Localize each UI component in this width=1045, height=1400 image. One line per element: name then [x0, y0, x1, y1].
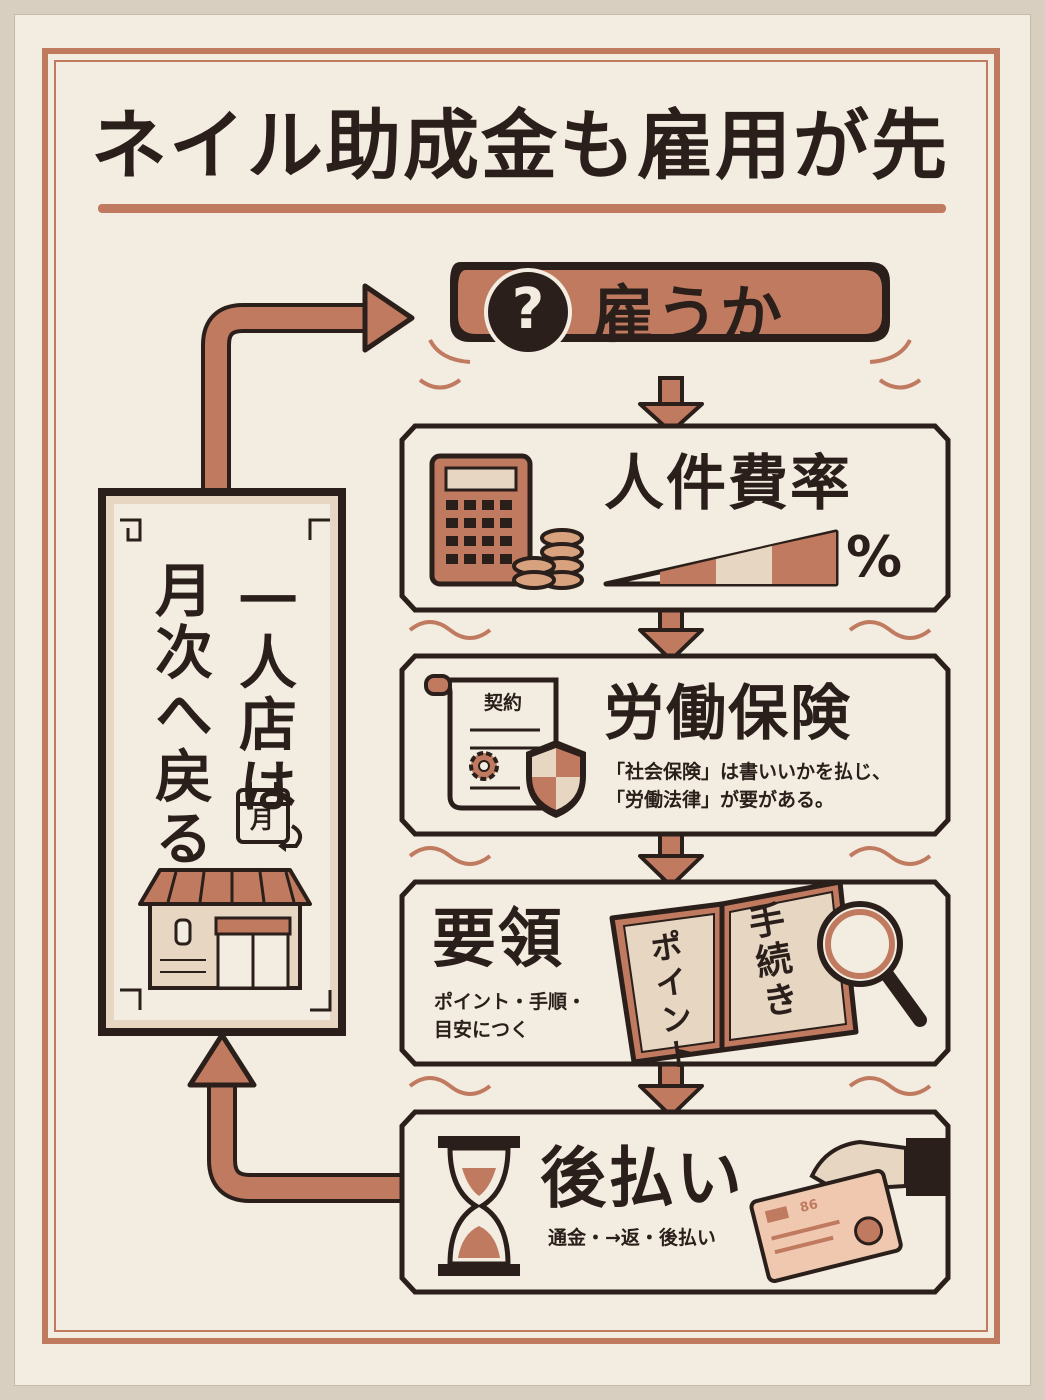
- shield-icon: [526, 740, 586, 818]
- calendar-return-icon: [236, 782, 303, 852]
- loop-arrow-return: [187, 1032, 405, 1203]
- side-text-col1: 一人店は: [229, 570, 297, 818]
- contract-scroll-icon: [424, 674, 559, 811]
- step4-heading: 後払い: [540, 1140, 744, 1217]
- down-arrow-4: [638, 1058, 704, 1118]
- question-icon: [484, 268, 572, 356]
- calculator-icon: [429, 453, 533, 587]
- page-title: ネイル助成金も雇用が先: [91, 101, 949, 190]
- start-capsule: [418, 262, 922, 390]
- title-underline: [98, 204, 946, 213]
- hand-card-icon: [749, 1138, 946, 1283]
- open-book-icon: [609, 879, 859, 1065]
- step4-note: 通金・→返・後払い: [548, 1227, 716, 1249]
- step3-note-line1: ポイント・手順・: [434, 991, 587, 1013]
- outer-border: [42, 48, 1000, 1344]
- question-mark: ?: [511, 277, 545, 342]
- step1-suffix: %: [846, 525, 905, 590]
- calendar-label: 月: [250, 806, 274, 834]
- step2-note-line2: 「労働法律」が要がある。: [606, 789, 835, 811]
- step3-heading: 要領: [432, 903, 564, 977]
- down-arrow-3: [638, 828, 704, 888]
- step2-note-line1: 「社会保険」は書いいかを払じ、: [606, 761, 892, 783]
- magnifier-icon: [817, 901, 927, 1027]
- start-label: 雇うか: [592, 278, 785, 351]
- side-text-col2: 月次へ戻る: [145, 560, 213, 870]
- hourglass-icon: [438, 1136, 520, 1276]
- inner-border: [54, 60, 988, 1332]
- contract-label: 契約: [484, 692, 523, 714]
- flourish-set: [408, 620, 932, 1096]
- rising-bar-icon: [603, 529, 839, 587]
- shop-icon: [138, 868, 312, 990]
- gear-icon: [469, 751, 499, 781]
- coins-icon: [512, 528, 584, 590]
- step1-heading: 人件費率: [604, 449, 852, 519]
- loop-arrow-up: [201, 283, 415, 490]
- down-arrow-2: [638, 603, 704, 662]
- step3-note-line2: 目安につく: [434, 1019, 530, 1041]
- step2-heading: 労働保険: [604, 679, 852, 749]
- down-arrow-1: [638, 376, 704, 434]
